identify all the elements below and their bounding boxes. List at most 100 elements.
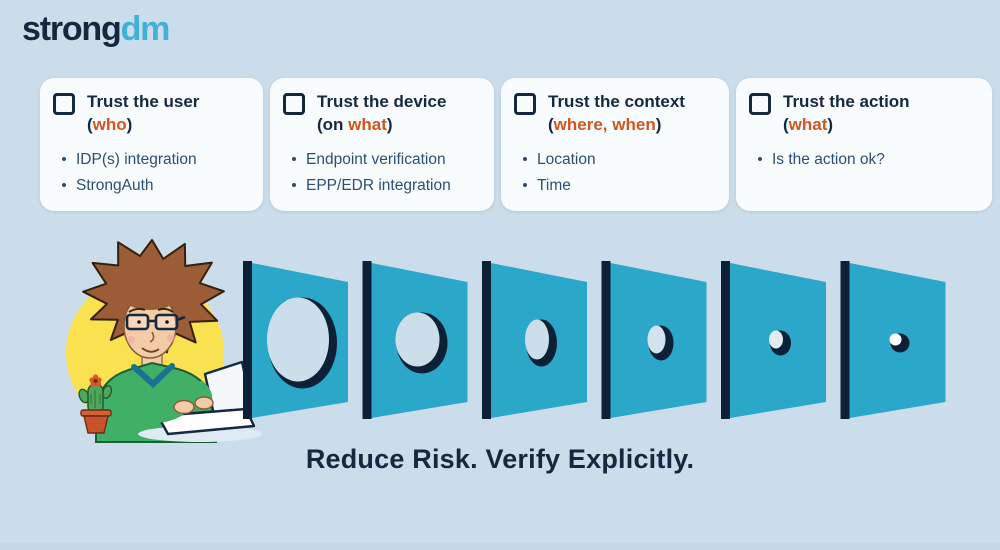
person-hand xyxy=(173,399,195,415)
bullet-text: IDP(s) integration xyxy=(76,150,197,168)
person-illustration xyxy=(82,239,262,443)
checkbox-icon[interactable] xyxy=(283,93,305,115)
bullet-item: StrongAuth xyxy=(61,173,253,199)
card-heading-text: Trust the action (what) xyxy=(783,91,910,137)
panel-hole-rim xyxy=(890,333,910,353)
funnel-panels xyxy=(243,261,946,419)
logo-text-dm: dm xyxy=(120,10,171,48)
pot-rim xyxy=(80,409,112,417)
bottom-strip xyxy=(0,543,1000,550)
panel-face xyxy=(610,263,707,418)
trust-pillars-row: Trust the user (who) IDP(s) integration … xyxy=(40,78,992,211)
card-title: Trust the device xyxy=(317,92,447,111)
card-header: Trust the device (on what) xyxy=(283,91,484,137)
qualifier-suffix: ) xyxy=(386,114,393,134)
panel-hole-rim xyxy=(396,312,448,374)
person-eye xyxy=(165,320,169,324)
card-bullets: Endpoint verification EPP/EDR integratio… xyxy=(283,147,484,199)
laptop-shadow xyxy=(138,426,262,442)
panel-face xyxy=(849,263,946,418)
qualifier-prefix: ( xyxy=(87,114,93,134)
card-heading-text: Trust the context (where, when) xyxy=(548,91,685,137)
laptop-icon xyxy=(156,360,256,436)
cactus-flower xyxy=(89,374,102,387)
panel-face xyxy=(491,263,587,418)
qualifier-prefix: ( xyxy=(548,114,554,134)
qualifier-suffix: ) xyxy=(655,114,662,134)
checkbox-icon[interactable] xyxy=(749,93,771,115)
bullet-dot-icon xyxy=(292,182,296,187)
bullet-item: IDP(s) integration xyxy=(61,147,253,173)
card-qualifier: (who) xyxy=(87,114,199,137)
card-qualifier: (what) xyxy=(783,114,910,137)
panel-hole xyxy=(267,297,329,382)
qualifier-highlight: where, when xyxy=(553,114,656,134)
bullet-text: Endpoint verification xyxy=(306,150,446,168)
bullet-item: EPP/EDR integration xyxy=(291,173,484,199)
card-title: Trust the action xyxy=(783,92,910,111)
panel-face xyxy=(371,263,468,418)
person-blush xyxy=(127,336,135,344)
bullet-dot-icon xyxy=(62,156,66,161)
person-arm xyxy=(105,393,185,423)
spotlight-circle-icon xyxy=(66,274,224,432)
person-hand xyxy=(194,396,214,410)
qualifier-prefix: (on xyxy=(317,114,349,134)
panel-hole-rim xyxy=(770,330,791,356)
bullet-text: Is the action ok? xyxy=(772,150,885,168)
person-eye xyxy=(137,320,141,324)
logo-text-strong: strong xyxy=(22,10,122,48)
person-nose xyxy=(149,331,155,343)
qualifier-highlight: what xyxy=(348,114,387,134)
bullet-dot-icon xyxy=(523,182,527,187)
card-heading-text: Trust the device (on what) xyxy=(317,91,446,137)
person-hair-fringe xyxy=(123,284,177,310)
checkbox-icon[interactable] xyxy=(514,93,536,115)
person-mouth xyxy=(141,347,160,353)
qualifier-highlight: who xyxy=(92,114,127,134)
card-title: Trust the context xyxy=(548,92,685,111)
panel-hole xyxy=(889,333,902,346)
card-header: Trust the user (who) xyxy=(53,91,253,137)
card-bullets: Is the action ok? xyxy=(749,147,982,173)
card-heading-text: Trust the user (who) xyxy=(87,91,199,137)
card-qualifier: (on what) xyxy=(317,114,446,137)
card-title: Trust the user xyxy=(87,92,200,111)
panel-hole xyxy=(395,312,440,367)
person-arm xyxy=(193,381,213,411)
panel-hole-rim xyxy=(648,325,674,361)
bullet-item: Endpoint verification xyxy=(291,147,484,173)
bullet-text: EPP/EDR integration xyxy=(306,176,451,194)
card-trust-context: Trust the context (where, when) Location… xyxy=(501,78,729,211)
bullet-item: Time xyxy=(522,173,719,199)
card-bullets: IDP(s) integration StrongAuth xyxy=(53,147,253,199)
panel-hole xyxy=(769,330,783,349)
bullet-dot-icon xyxy=(758,156,762,161)
panel-edge xyxy=(243,261,252,419)
panel-hole xyxy=(525,319,549,360)
panel-edge xyxy=(362,261,372,419)
panel-edge xyxy=(721,261,730,419)
person-neck xyxy=(141,349,163,368)
card-qualifier: (where, when) xyxy=(548,114,685,137)
panel-edge xyxy=(482,261,491,419)
qualifier-suffix: ) xyxy=(827,114,834,134)
panel-face xyxy=(730,263,826,418)
glasses-icon xyxy=(125,313,186,331)
person-eyebrows xyxy=(128,307,174,313)
person-sweater xyxy=(95,361,218,443)
checkbox-icon[interactable] xyxy=(53,93,75,115)
card-trust-device: Trust the device (on what) Endpoint veri… xyxy=(270,78,494,211)
bullet-text: StrongAuth xyxy=(76,176,154,194)
bullet-dot-icon xyxy=(292,156,296,161)
panel-edge xyxy=(601,261,611,419)
bullet-dot-icon xyxy=(523,156,527,161)
bullet-item: Is the action ok? xyxy=(757,147,982,173)
panel-hole xyxy=(647,325,666,354)
card-trust-user: Trust the user (who) IDP(s) integration … xyxy=(40,78,263,211)
bullet-text: Time xyxy=(537,176,571,194)
person-blush xyxy=(167,334,175,342)
bullet-dot-icon xyxy=(62,182,66,187)
qualifier-suffix: ) xyxy=(126,114,133,134)
